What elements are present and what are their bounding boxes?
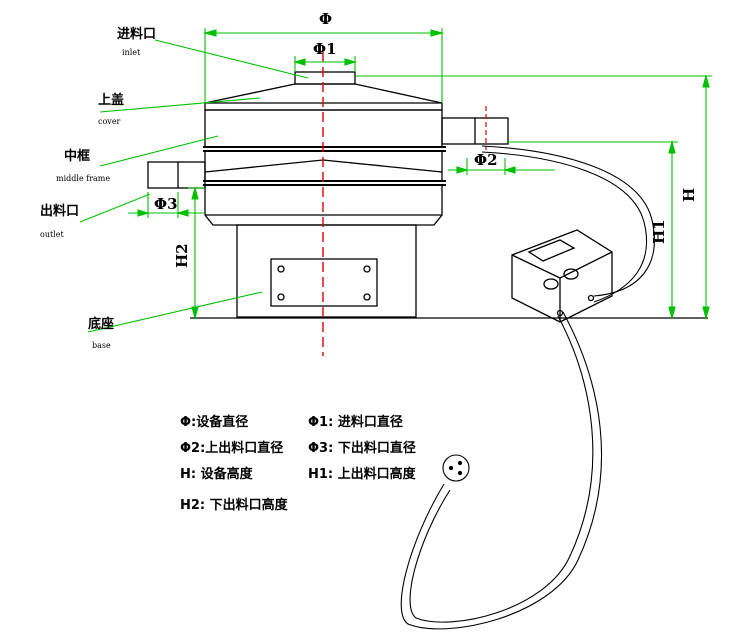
dim-h: H	[680, 188, 698, 202]
outlet-label-en: outlet	[40, 230, 64, 239]
inlet-label-cn: 进料口	[117, 26, 156, 42]
cover-label-cn: 上盖	[98, 92, 124, 108]
dimension-labels: Φ Φ1 Φ2 Φ3 H H1 H2	[154, 10, 698, 268]
lower-outlet	[147, 161, 206, 189]
middle-frame-leader	[99, 135, 219, 167]
middle-frame-label-cn: 中框	[64, 148, 90, 164]
middle-frame-label-en: middle frame	[56, 174, 110, 183]
control-box	[511, 229, 613, 323]
inlet-label-en: inlet	[122, 48, 141, 57]
inlet-leader	[154, 39, 309, 79]
control-knob-left	[543, 278, 559, 290]
dim-phi2: Φ2	[474, 151, 498, 169]
part-labels: 进料口 inlet 上盖 cover 中框 middle frame 出料口 o…	[40, 26, 156, 350]
control-knob-right	[563, 268, 579, 280]
base	[236, 224, 417, 318]
base-leader	[87, 291, 263, 333]
outlet-label-cn: 出料口	[40, 203, 79, 219]
machine-body	[147, 71, 708, 319]
outlet-leader	[79, 193, 151, 223]
control-display	[527, 239, 576, 262]
power-cable	[400, 311, 603, 630]
motor-cable	[481, 145, 655, 297]
dimension-lines	[79, 28, 712, 333]
legend-h1: H1: 上出料口高度	[308, 466, 417, 482]
base-nameplate	[270, 258, 378, 307]
legend-phi: Φ:设备直径	[180, 414, 248, 430]
base-label-en: base	[92, 341, 111, 350]
dim-phi3: Φ3	[154, 195, 178, 213]
cables	[400, 145, 655, 630]
legend-phi3: Φ3: 下出料口直径	[308, 440, 416, 456]
legend-h: H: 设备高度	[180, 466, 254, 482]
legend-phi2: Φ2:上出料口直径	[180, 440, 283, 456]
legend: Φ:设备直径 Φ1: 进料口直径 Φ2:上出料口直径 Φ3: 下出料口直径 H:…	[180, 414, 417, 513]
dim-h2: H2	[173, 243, 191, 268]
dim-h1: H1	[650, 219, 668, 244]
cover-leader	[99, 97, 261, 113]
legend-h2: H2: 下出料口高度	[180, 497, 289, 513]
base-label-cn: 底座	[88, 316, 114, 332]
dim-phi1: Φ1	[313, 40, 337, 58]
power-plug	[442, 454, 470, 482]
cover-label-en: cover	[98, 117, 121, 126]
inlet-pipe	[294, 71, 356, 85]
dim-phi: Φ	[319, 10, 332, 28]
legend-phi1: Φ1: 进料口直径	[308, 414, 403, 430]
